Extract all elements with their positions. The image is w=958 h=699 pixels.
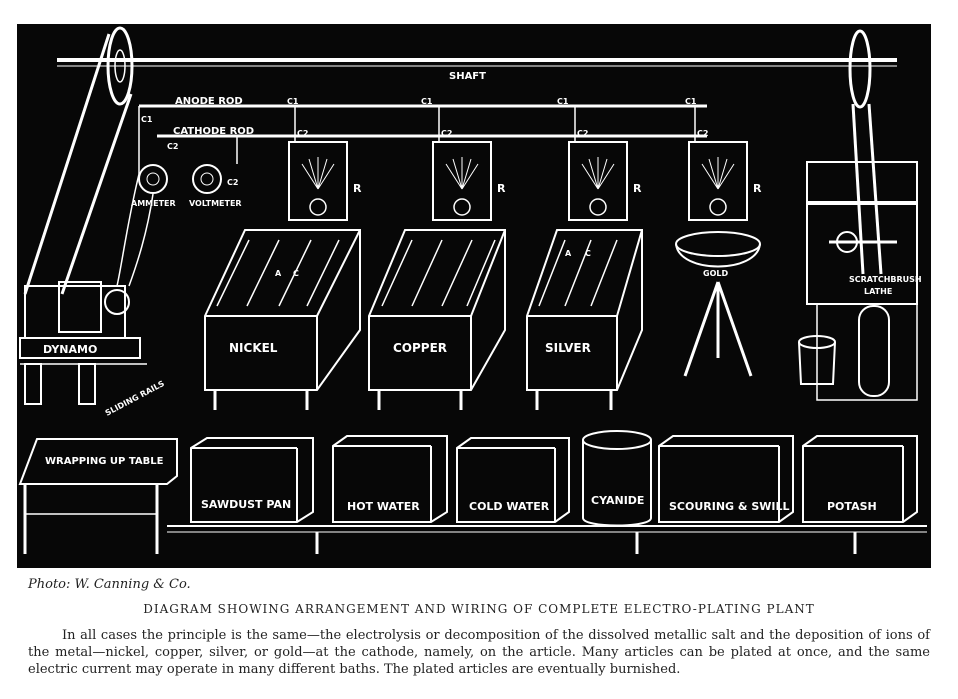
- wrapping-up-table: WRAPPING UP TABLE: [18, 438, 178, 554]
- r-label-1: R: [353, 182, 362, 195]
- potash: POTASH: [802, 435, 918, 523]
- meters: AMMETER VOLTMETER C2: [116, 164, 242, 287]
- wrapping-label: WRAPPING UP TABLE: [45, 456, 164, 467]
- scratchbrush-lathe: SCRATCHBRUSH LATHE: [798, 161, 922, 401]
- c-silver: C: [585, 249, 591, 258]
- dynamo: DYNAMO SLIDING RAILS: [19, 281, 166, 418]
- sliding-rails-label: SLIDING RAILS: [104, 379, 166, 418]
- diagram-plate: SHAFT ANODE ROD CATHODE ROD C1 C2 AMMETE…: [17, 24, 931, 568]
- cathode-rod-label: CATHODE ROD: [173, 126, 254, 137]
- diagram-title: DIAGRAM SHOWING ARRANGEMENT AND WIRING O…: [143, 602, 815, 616]
- shaft-label: SHAFT: [449, 71, 486, 82]
- anode-rod-label: ANODE ROD: [175, 96, 243, 107]
- c1-reg-1: C1: [287, 97, 299, 106]
- r-label-4: R: [753, 182, 762, 195]
- nickel-label: NICKEL: [229, 341, 278, 355]
- c2-reg-1: C2: [297, 129, 308, 138]
- photo-credit: Photo: W. Canning & Co.: [28, 577, 191, 592]
- potash-label: POTASH: [827, 500, 877, 513]
- c-nickel: C: [293, 269, 299, 278]
- rods: ANODE ROD CATHODE ROD C1 C2: [138, 96, 707, 174]
- silver-bath: SILVER A C: [526, 229, 643, 410]
- r-label-3: R: [633, 182, 642, 195]
- caption-body: In all cases the principle is the same—t…: [28, 628, 930, 677]
- sawdust-pan: SAWDUST PAN: [190, 437, 314, 523]
- scouring-swill: SCOURING & SWILL: [658, 435, 794, 523]
- bench-rails: [167, 525, 927, 554]
- c2-label: C2: [167, 142, 178, 151]
- sawdust-label: SAWDUST PAN: [201, 498, 291, 511]
- c2-reg-4: C2: [697, 129, 708, 138]
- gold-label: GOLD: [703, 269, 728, 278]
- shaft: SHAFT: [57, 58, 897, 82]
- c1-reg-3: C1: [557, 97, 569, 106]
- dynamo-label: DYNAMO: [43, 343, 97, 356]
- hot-water: HOT WATER: [332, 435, 448, 523]
- c1-reg-2: C1: [421, 97, 433, 106]
- regulators: R R R R C1 C1 C1 C1 C2 C2 C2 C2: [287, 97, 762, 221]
- gold-pot: GOLD: [675, 231, 761, 377]
- c2-reg-2: C2: [441, 129, 452, 138]
- ammeter-label: AMMETER: [131, 199, 176, 208]
- cold-water-label: COLD WATER: [469, 500, 550, 513]
- plant-diagram: SHAFT ANODE ROD CATHODE ROD C1 C2 AMMETE…: [18, 26, 927, 554]
- voltmeter-label: VOLTMETER: [189, 199, 242, 208]
- silver-label: SILVER: [545, 341, 591, 355]
- a-silver: A: [565, 249, 572, 258]
- scouring-label: SCOURING & SWILL: [669, 500, 790, 513]
- cyanide: CYANIDE: [582, 430, 652, 527]
- c1-reg-4: C1: [685, 97, 697, 106]
- a-nickel: A: [275, 269, 282, 278]
- lathe-label: LATHE: [864, 287, 892, 296]
- right-pulley: [848, 29, 883, 275]
- nickel-bath: NICKEL A C: [204, 229, 361, 410]
- copper-label: COPPER: [393, 341, 447, 355]
- c2-voltmeter-label: C2: [227, 178, 238, 187]
- left-pulley: [23, 26, 134, 295]
- hot-water-label: HOT WATER: [347, 500, 420, 513]
- cyanide-label: CYANIDE: [591, 494, 644, 507]
- cold-water: COLD WATER: [456, 437, 570, 523]
- copper-bath: COPPER: [368, 229, 506, 410]
- r-label-2: R: [497, 182, 506, 195]
- c2-reg-3: C2: [577, 129, 588, 138]
- c1-label: C1: [141, 115, 153, 124]
- scratchbrush-label: SCRATCHBRUSH: [849, 275, 922, 284]
